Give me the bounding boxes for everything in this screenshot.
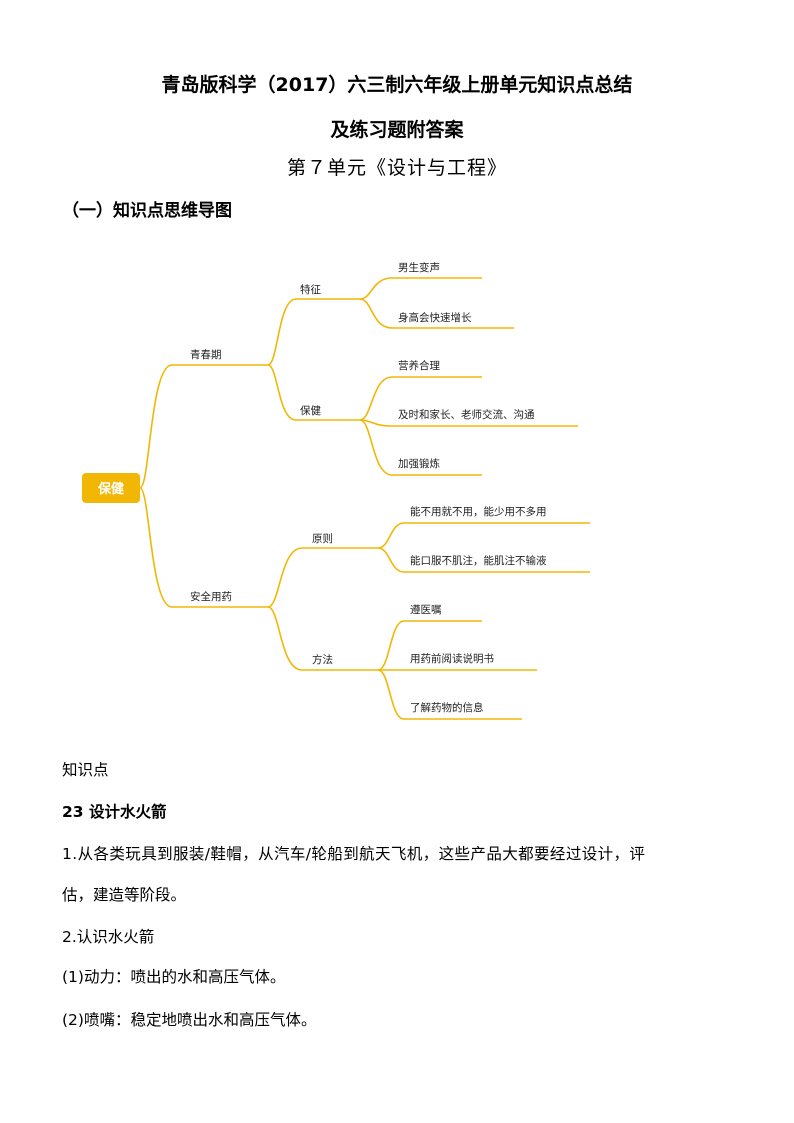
lesson-heading: 23 设计水火箭 <box>62 803 167 821</box>
mind-map-connectors <box>139 277 590 720</box>
connector-leaf <box>359 376 393 421</box>
connector-leaf <box>377 620 405 671</box>
root-node <box>82 473 140 503</box>
mind-map: 保健 青春期 安全用药 特征 保健 原则 方法 男生变声 身高会快速增长 营养合… <box>82 261 590 720</box>
connector-leaf <box>377 669 405 720</box>
leaf-label: 男生变声 <box>398 261 440 274</box>
paragraph-3: (1)动力：喷出的水和高压气体。 <box>62 968 286 986</box>
paragraph-1-line-2: 估，建造等阶段。 <box>62 886 187 904</box>
connector-branch2-sub2 <box>267 606 303 671</box>
connector-root-branch1 <box>139 364 173 489</box>
branch-label-qingchunqi: 青春期 <box>190 348 222 361</box>
document-title-line1: 青岛版科学（2017）六三制六年级上册单元知识点总结 <box>161 74 633 96</box>
connector-leaf <box>377 547 405 573</box>
sub-label-tezheng: 特征 <box>300 284 321 296</box>
leaf-label: 身高会快速增长 <box>398 311 472 324</box>
branch-label-anquanyongyao: 安全用药 <box>190 590 232 603</box>
connector-leaf <box>359 419 393 476</box>
leaf-label: 了解药物的信息 <box>410 701 484 714</box>
leaf-label: 能口服不肌注，能肌注不输液 <box>410 554 547 567</box>
connector-leaf <box>377 522 405 549</box>
connector-branch1-sub1 <box>267 298 297 366</box>
leaf-label: 遵医嘱 <box>410 603 442 616</box>
connector-branch1-sub2 <box>267 364 297 421</box>
connector-root-branch2 <box>139 487 173 608</box>
connector-leaf <box>359 298 393 329</box>
sub-label-fangfa: 方法 <box>312 653 333 666</box>
leaf-label: 及时和家长、老师交流、沟通 <box>398 408 535 421</box>
leaf-label: 加强锻炼 <box>398 457 440 470</box>
sub-label-baojian: 保健 <box>300 404 321 417</box>
paragraph-4: (2)喷嘴：稳定地喷出水和高压气体。 <box>62 1011 317 1029</box>
connector-branch2-sub1 <box>267 547 303 608</box>
knowledge-label: 知识点 <box>62 761 109 779</box>
connector-leaf <box>359 277 393 300</box>
unit-title: 第７单元《设计与工程》 <box>286 157 507 179</box>
sub-label-yuanze: 原则 <box>312 532 333 545</box>
document-title-line2: 及练习题附答案 <box>330 119 464 141</box>
paragraph-1-line-1: 1.从各类玩具到服装/鞋帽，从汽车/轮船到航天飞机，这些产品大都要经过设计，评 <box>62 845 646 863</box>
leaf-label: 营养合理 <box>398 359 440 372</box>
leaf-label: 用药前阅读说明书 <box>410 652 494 665</box>
root-label: 保健 <box>97 481 124 497</box>
section-heading: （一）知识点思维导图 <box>62 201 232 221</box>
leaf-label: 能不用就不用，能少用不多用 <box>410 505 547 518</box>
paragraph-2: 2.认识水火箭 <box>62 928 155 946</box>
